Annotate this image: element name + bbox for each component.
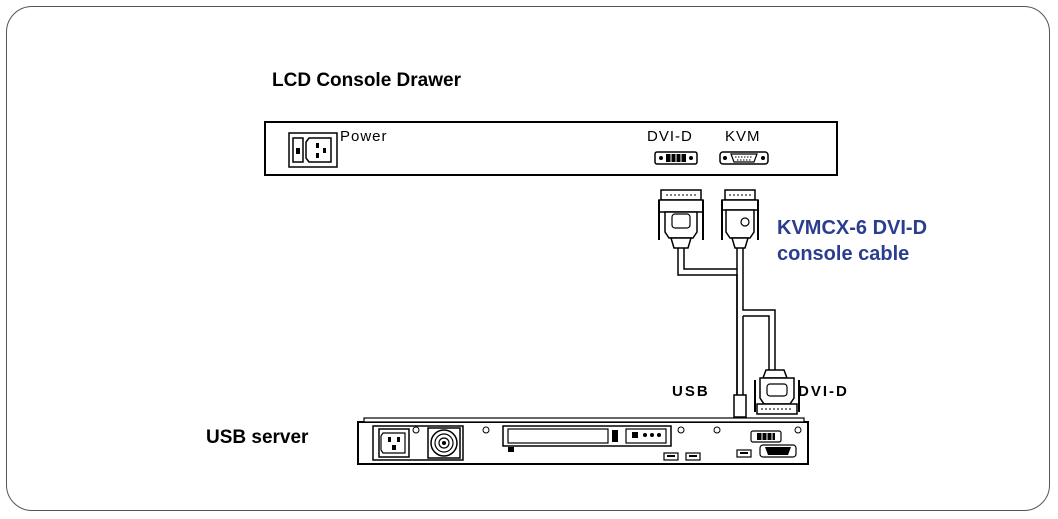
kvm-port-icon: [719, 151, 769, 165]
lcd-console-drawer-title: LCD Console Drawer: [272, 70, 461, 91]
diagram-frame: [6, 6, 1050, 511]
fan-icon: [427, 427, 461, 459]
usb-server-title: USB server: [206, 427, 309, 448]
dvi-d-plug-label: DVI-D: [798, 383, 849, 400]
server-power-socket-icon: [378, 428, 410, 458]
dvi-d-port-label: DVI-D: [647, 128, 693, 145]
cable-dvi-plug-upper: [658, 189, 704, 249]
kvm-port-label: KVM: [725, 128, 761, 145]
power-label: Power: [340, 128, 388, 145]
cable-label-line-1: KVMCX-6 DVI-D: [777, 217, 928, 239]
power-socket-icon: [288, 132, 338, 168]
cable-label-line-2: console cable: [777, 243, 910, 265]
usb-plug-label: USB: [672, 383, 710, 400]
cable-dvi-plug-lower: [754, 369, 800, 415]
cable-kvm-plug-upper: [721, 189, 759, 249]
usb-server: [357, 417, 809, 465]
cable-wires: [677, 248, 776, 395]
lcd-console-drawer: [264, 121, 838, 176]
cable-label: KVMCX-6 DVI-D console cable: [777, 215, 927, 267]
dvi-d-port-icon: [654, 151, 698, 165]
